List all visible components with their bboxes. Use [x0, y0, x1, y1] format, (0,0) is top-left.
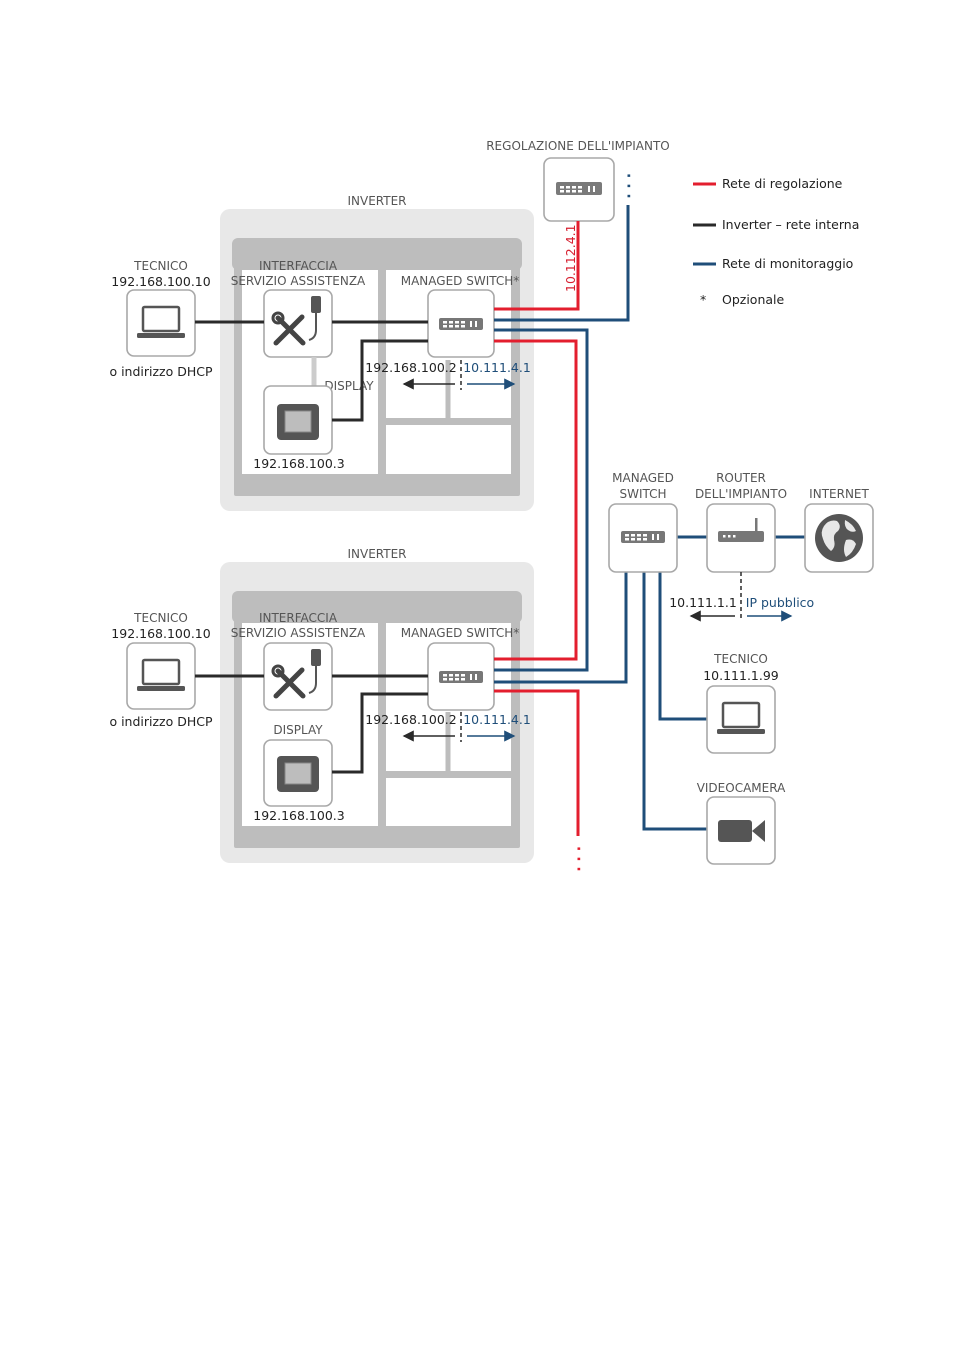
inverter-2-title: INVERTER [347, 547, 406, 561]
legend-optional-marker: * [700, 292, 706, 307]
laptop-icon [137, 305, 185, 338]
plant-control-title: REGOLAZIONE DELL'IMPIANTO [486, 139, 670, 153]
inverter-1-wire-display-switch [332, 339, 428, 422]
router-label-1: ROUTER [716, 471, 766, 485]
plant-technician-box [706, 685, 776, 754]
globe-icon [815, 514, 863, 562]
wire-monitoring-inv2-switch [494, 572, 628, 684]
internet-label: INTERNET [809, 487, 869, 501]
legend-optional-label: Opzionale [722, 292, 785, 307]
inverter-1-switch-label: MANAGED SWITCH* [401, 274, 520, 288]
inverter-1-title: INVERTER [347, 194, 406, 208]
inverter-2-switch-label: MANAGED SWITCH* [401, 626, 520, 640]
inverter-1-service-label-2: SERVIZIO ASSISTENZA [231, 274, 366, 288]
inverter-2-technician-ip: 192.168.100.10 [111, 626, 210, 641]
wire-monitoring-plant [494, 205, 630, 322]
inverter-1-right-bay-bottom [386, 425, 511, 474]
legend-internal-label: Inverter – rete interna [722, 217, 859, 232]
legend-control-label: Rete di regolazione [722, 176, 843, 191]
inverter-1-internal-ip: 192.168.100.2 [365, 360, 456, 375]
inverter-1-technician-label: TECNICO [133, 259, 188, 273]
router-ip: 10.111.1.1 [669, 595, 737, 610]
display-icon [277, 756, 319, 792]
display-icon [277, 404, 319, 440]
switch-icon [439, 318, 483, 330]
inverter-2-service-label-1: INTERFACCIA [259, 611, 338, 625]
video-camera-icon [718, 820, 765, 842]
inverter-2: INVERTER TECNICO 192.168.100.10 o indiri… [109, 547, 534, 863]
inverter-2-wire-display-switch [332, 692, 428, 774]
plant-control: REGOLAZIONE DELL'IMPIANTO · · · 10.112.4… [486, 139, 670, 292]
inverter-1-monitoring-ip: 10.111.4.1 [463, 360, 531, 375]
wire-control-inv2-continue [494, 689, 580, 836]
control-continue-ellipsis: · · · [570, 846, 586, 872]
inverter-1-service-label-1: INTERFACCIA [259, 259, 338, 273]
router-icon [718, 518, 764, 542]
wire-control-plant [494, 221, 580, 311]
legend-monitoring-label: Rete di monitoraggio [722, 256, 853, 271]
inverter-2-display-label: DISPLAY [273, 723, 323, 737]
switch-icon [439, 671, 483, 683]
inverter-2-internal-ip: 192.168.100.2 [365, 712, 456, 727]
inverter-1-technician-box [126, 289, 196, 357]
inverter-1-technician-ip: 192.168.100.10 [111, 274, 210, 289]
wire-monitoring-inv1-inv2 [494, 328, 589, 672]
inverter-2-service-label-2: SERVIZIO ASSISTENZA [231, 626, 366, 640]
router-label-2: DELL'IMPIANTO [695, 487, 787, 501]
inverter-2-monitoring-ip: 10.111.4.1 [463, 712, 531, 727]
inverter-2-technician-box [126, 642, 196, 710]
inverter-2-technician-dhcp: o indirizzo DHCP [109, 714, 213, 729]
inverter-1-technician-dhcp: o indirizzo DHCP [109, 364, 213, 379]
wire-switch-technician [658, 572, 707, 721]
control-device-icon [556, 182, 602, 195]
plant-switch-label-2: SWITCH [619, 487, 666, 501]
public-ip: IP pubblico [746, 595, 814, 610]
external-wiring: · · · [494, 205, 805, 872]
legend: Rete di regolazione Inverter – rete inte… [693, 176, 859, 307]
wire-switch-camera [642, 572, 707, 831]
laptop-icon [717, 701, 765, 734]
tools-icon [271, 296, 321, 346]
inverter-1: INVERTER TECNICO 192.168.100.10 o indiri… [109, 194, 534, 511]
inverter-2-display-ip: 192.168.100.3 [253, 808, 344, 823]
inverter-2-right-bay-bottom [386, 778, 511, 826]
plant-technician-ip: 10.111.1.99 [703, 668, 779, 683]
switch-icon [621, 531, 665, 543]
control-ellipsis: · · · [620, 173, 636, 199]
plant-control-ip: 10.112.4.1 [563, 224, 578, 292]
laptop-icon [137, 658, 185, 691]
plant-network: MANAGED SWITCH ROUTER DELL'IMPIANTO INTE… [608, 471, 874, 865]
inverter-2-technician-label: TECNICO [133, 611, 188, 625]
inverter-1-display-ip: 192.168.100.3 [253, 456, 344, 471]
plant-technician-label: TECNICO [713, 652, 768, 666]
wire-control-inv1-inv2 [494, 339, 578, 661]
plant-switch-label-1: MANAGED [612, 471, 674, 485]
camera-label: VIDEOCAMERA [697, 781, 786, 795]
tools-icon [271, 649, 321, 699]
